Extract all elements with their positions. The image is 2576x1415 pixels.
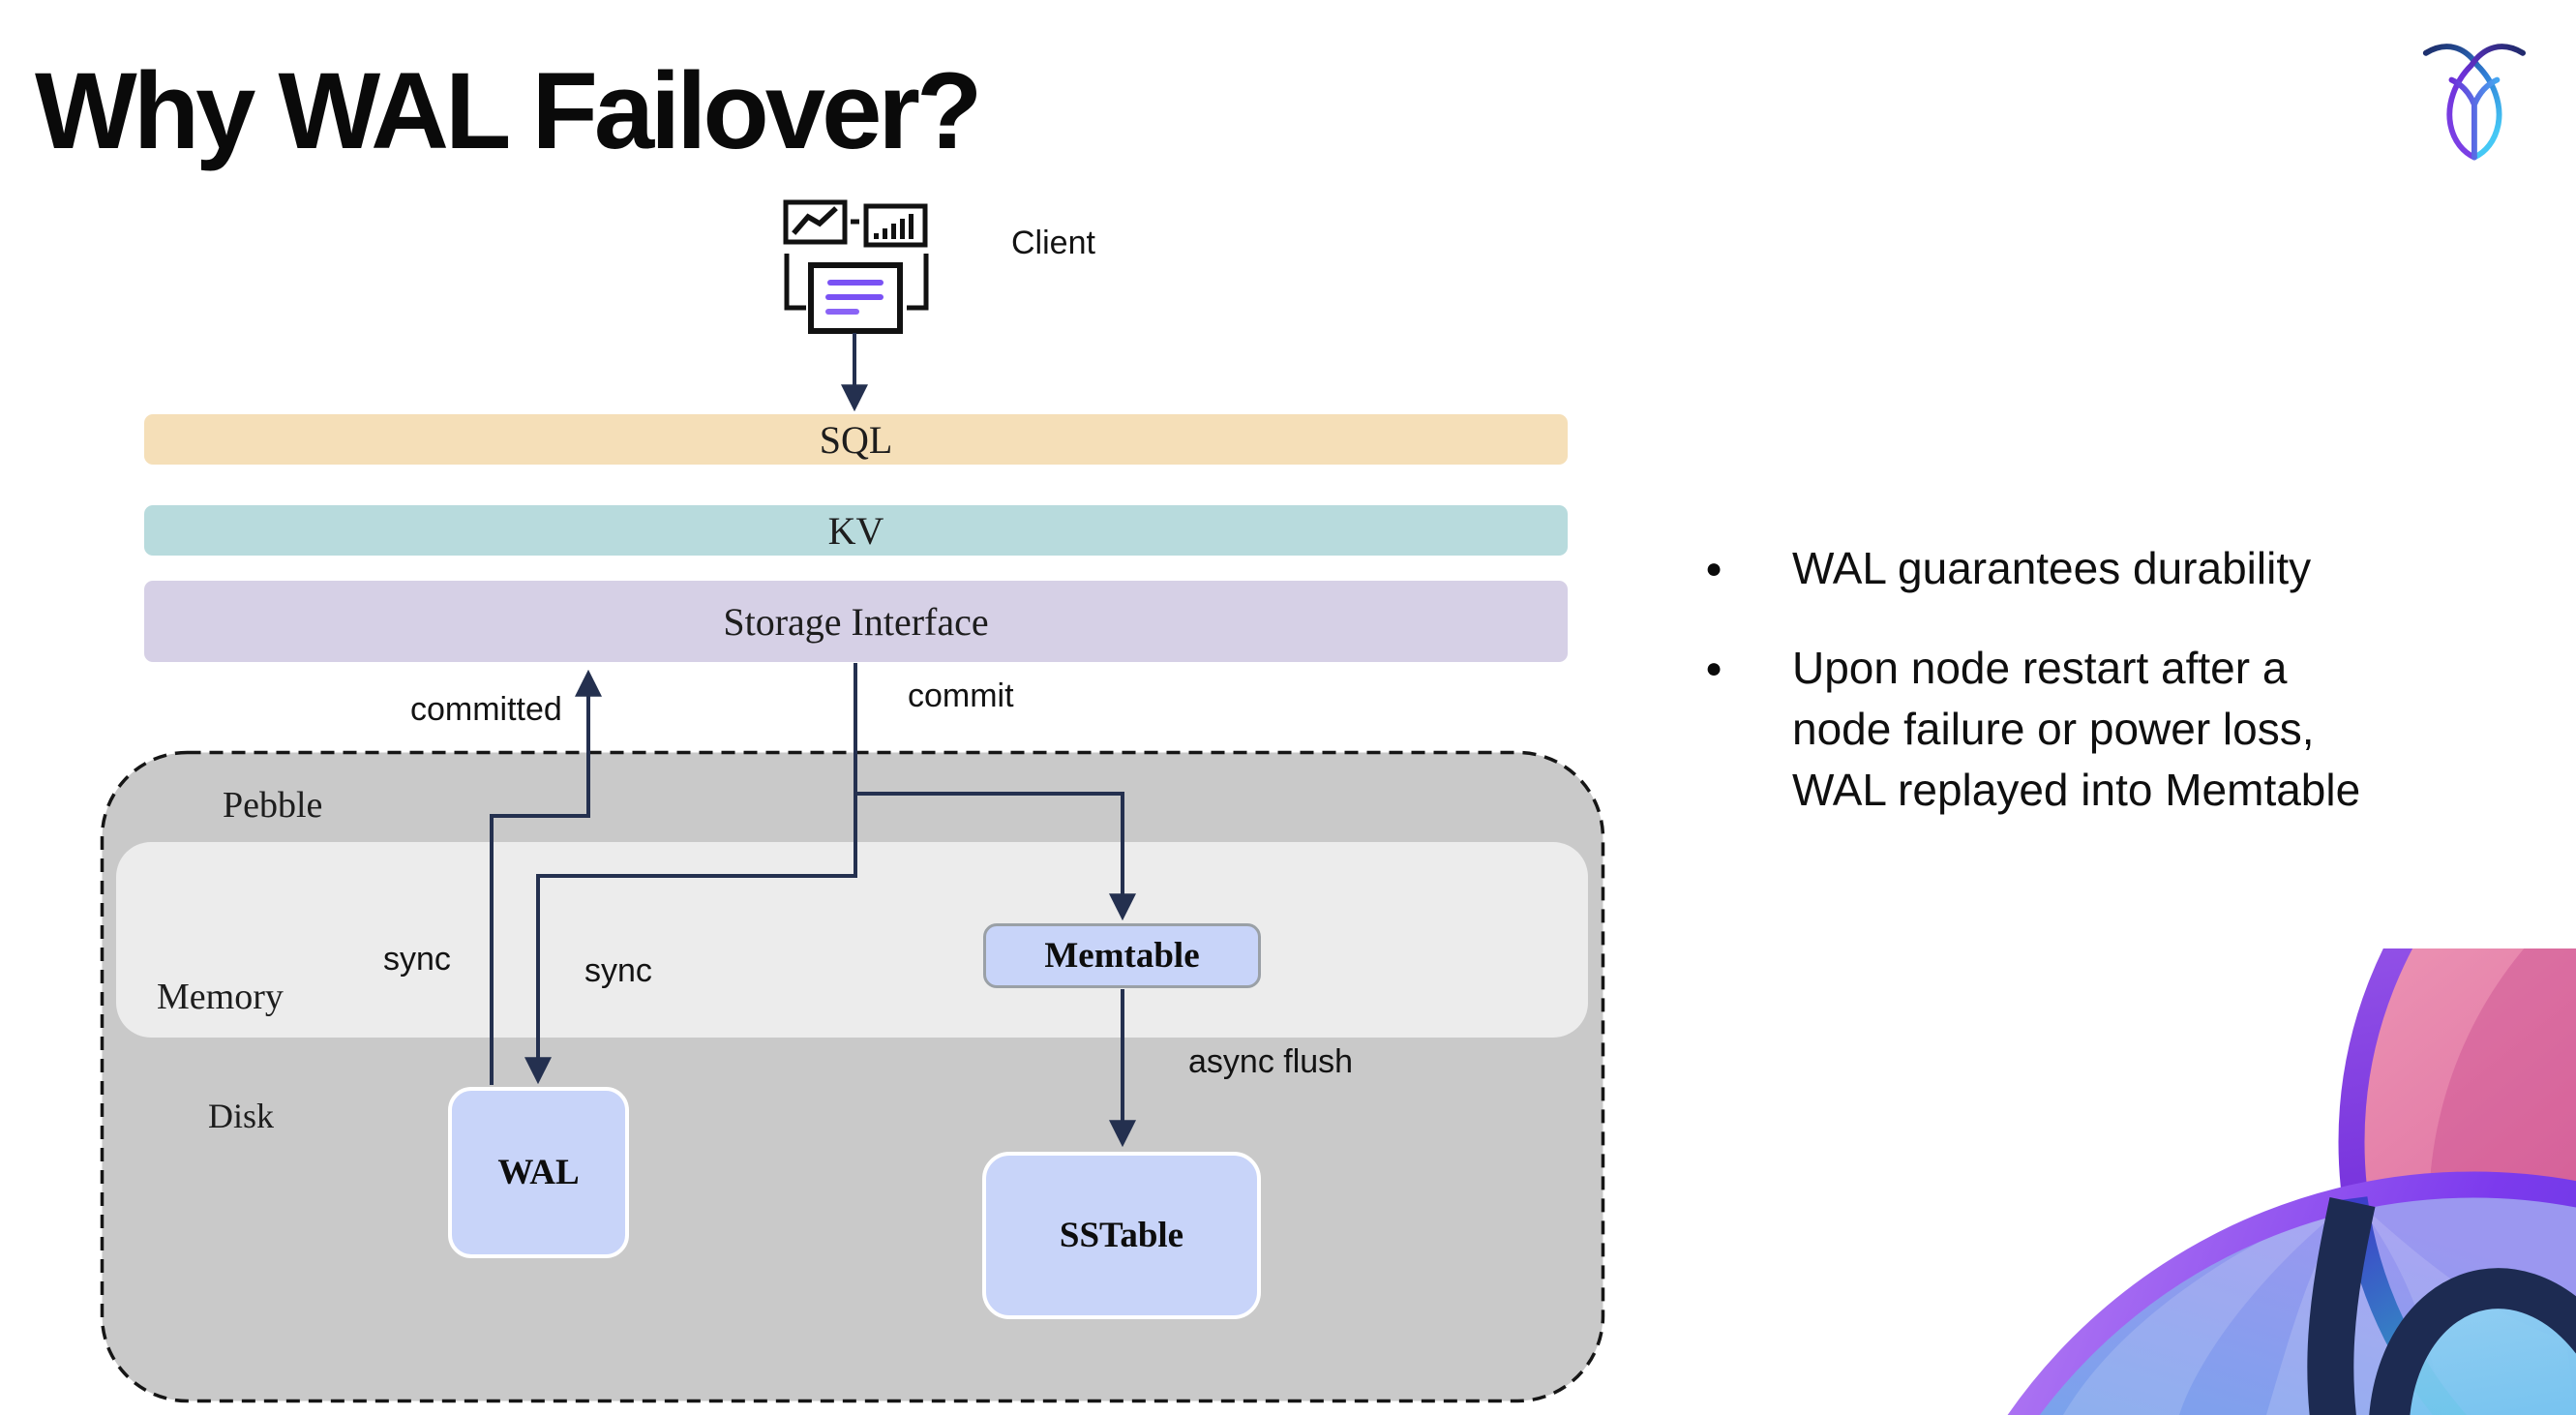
bullet-text: Upon node restart after a node failure o… <box>1792 643 2361 815</box>
commit-edge-label: commit <box>908 677 1014 714</box>
page-title: Why WAL Failover? <box>35 50 982 171</box>
sync-left-edge-label: sync <box>383 941 451 978</box>
layer-storage-interface: Storage Interface <box>144 581 1568 662</box>
list-item: ● WAL guarantees durability <box>1705 538 2557 599</box>
wal-node: WAL <box>448 1087 629 1258</box>
bullet-text: WAL guarantees durability <box>1792 543 2312 593</box>
layer-sql-label: SQL <box>819 417 893 462</box>
sync-right-edge-label: sync <box>584 952 652 989</box>
memory-band <box>116 842 1588 1038</box>
memtable-node: Memtable <box>983 923 1261 988</box>
sstable-node: SSTable <box>982 1152 1261 1319</box>
layer-kv: KV <box>144 505 1568 556</box>
client-devices-icon <box>779 194 934 339</box>
client-label: Client <box>1011 225 1095 261</box>
sstable-node-label: SSTable <box>1059 1216 1184 1255</box>
layer-kv-label: KV <box>827 508 884 553</box>
async-flush-edge-label: async flush <box>1188 1043 1354 1080</box>
memtable-node-label: Memtable <box>1044 936 1200 976</box>
bullet-list: ● WAL guarantees durability ● Upon node … <box>1705 538 2557 821</box>
layer-storage-interface-label: Storage Interface <box>723 599 989 644</box>
cockroachdb-logo-icon <box>2421 41 2530 165</box>
disk-label: Disk <box>208 1097 275 1135</box>
list-item: ● Upon node restart after a node failure… <box>1705 638 2557 821</box>
bullet-dot-icon: ● <box>1705 652 1723 684</box>
memory-label: Memory <box>157 977 284 1017</box>
cockroachdb-brand-art <box>1974 948 2576 1415</box>
committed-edge-label: committed <box>410 691 562 728</box>
layer-sql: SQL <box>144 414 1568 465</box>
pebble-label: Pebble <box>223 785 323 826</box>
wal-node-label: WAL <box>497 1153 580 1192</box>
bullet-dot-icon: ● <box>1705 553 1723 585</box>
